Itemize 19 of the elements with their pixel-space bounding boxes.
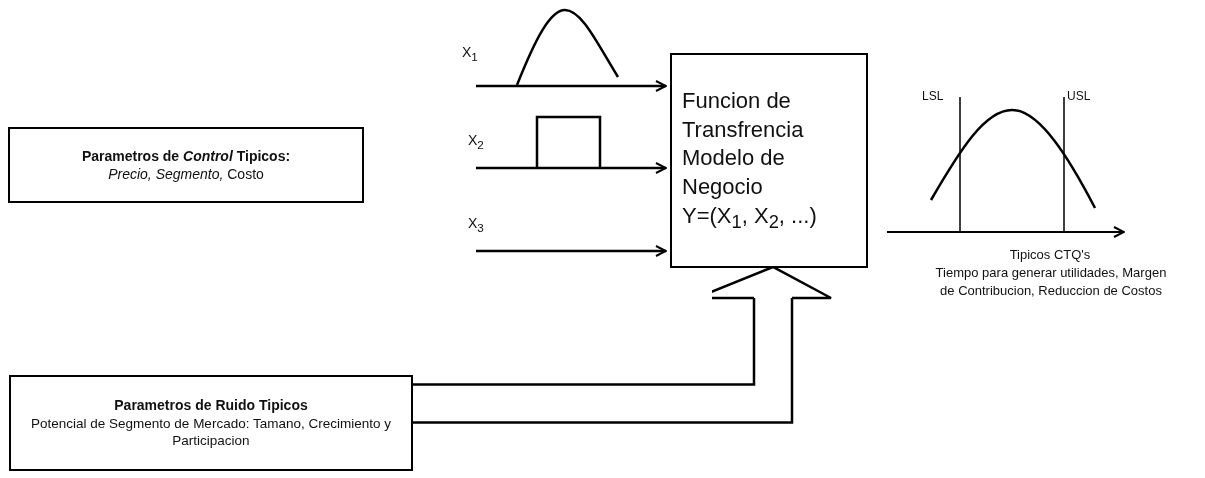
arrow	[476, 80, 667, 92]
parameter-box	[9, 375, 413, 471]
limit-label: LSL	[922, 88, 945, 105]
box-heading: Funcion de Transfrencia Modelo de Negocio	[682, 87, 805, 201]
limit-label: USL	[1067, 88, 1092, 105]
box-heading: Parametros de Ruido Tipicos	[114, 396, 308, 415]
edge-label: X$_{3}$	[468, 215, 484, 234]
arrow	[476, 245, 667, 257]
box-text: Precio, Segmento, Costo	[108, 165, 264, 184]
caption-heading: Tipicos CTQ's	[1008, 246, 1092, 264]
caption-text: Tiempo para generar utilidades, Margen de Contribucion, Reduccion de Costos	[935, 264, 1167, 300]
box-text: Potencial de Segmento de Mercado: Tamano, Crecimiento y Participacion	[30, 414, 392, 450]
box-text: Y=(X$_{1}$, X$_{2}$, ...)	[682, 201, 817, 234]
transfer-function-box	[670, 53, 868, 268]
edge-label: X$_{1}$	[462, 44, 478, 63]
box-heading: Parametros de Control Tipicos:	[81, 146, 291, 165]
parameter-box	[8, 127, 364, 203]
arrow	[476, 162, 667, 174]
edge-label: X$_{2}$	[468, 132, 484, 151]
